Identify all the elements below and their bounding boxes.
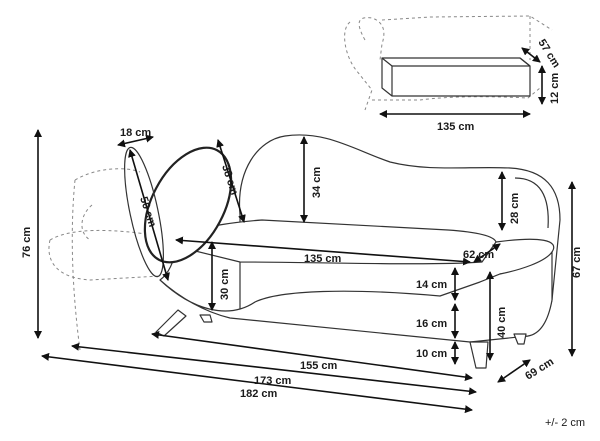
inset-length-label: 135 cm: [437, 121, 475, 133]
dimension-lines: [34, 129, 576, 414]
tolerance-note: +/- 2 cm: [545, 417, 585, 429]
base-length-label: 155 cm: [300, 360, 338, 372]
backrest-height-label: 34 cm: [311, 167, 323, 198]
front-height-label: 40 cm: [496, 307, 508, 338]
inset-depth-dim: [521, 47, 541, 63]
cushion-height-label: 14 cm: [416, 279, 447, 291]
back-height-label: 76 cm: [21, 227, 33, 258]
arm-side-height-label: 30 cm: [219, 269, 231, 300]
overall-depth-dim: [497, 359, 531, 383]
total-length-dim: [41, 352, 473, 414]
overall-depth-label: 69 cm: [523, 356, 556, 383]
seat-depth-dim: [473, 243, 501, 263]
pillow-depth-label: 18 cm: [120, 127, 151, 139]
pillow-length-dim: [128, 149, 170, 281]
pillow-height-dim: [216, 139, 246, 223]
armrest-height-label: 28 cm: [509, 193, 521, 224]
overall-height-label: 67 cm: [571, 247, 583, 278]
leg-height-label: 10 cm: [416, 348, 447, 360]
total-length-label: 182 cm: [240, 388, 278, 400]
seat-length-label: 135 cm: [304, 253, 342, 265]
pillow-depth-dim: [117, 134, 154, 148]
seat-depth-label: 62 cm: [463, 249, 494, 261]
base-height-label: 16 cm: [416, 318, 447, 330]
inset-height-label: 12 cm: [549, 73, 561, 104]
seat-length-dim: [175, 236, 471, 266]
inset-depth-label: 57 cm: [535, 37, 562, 70]
length-173-label: 173 cm: [254, 375, 292, 387]
storage-inset: [344, 15, 553, 118]
